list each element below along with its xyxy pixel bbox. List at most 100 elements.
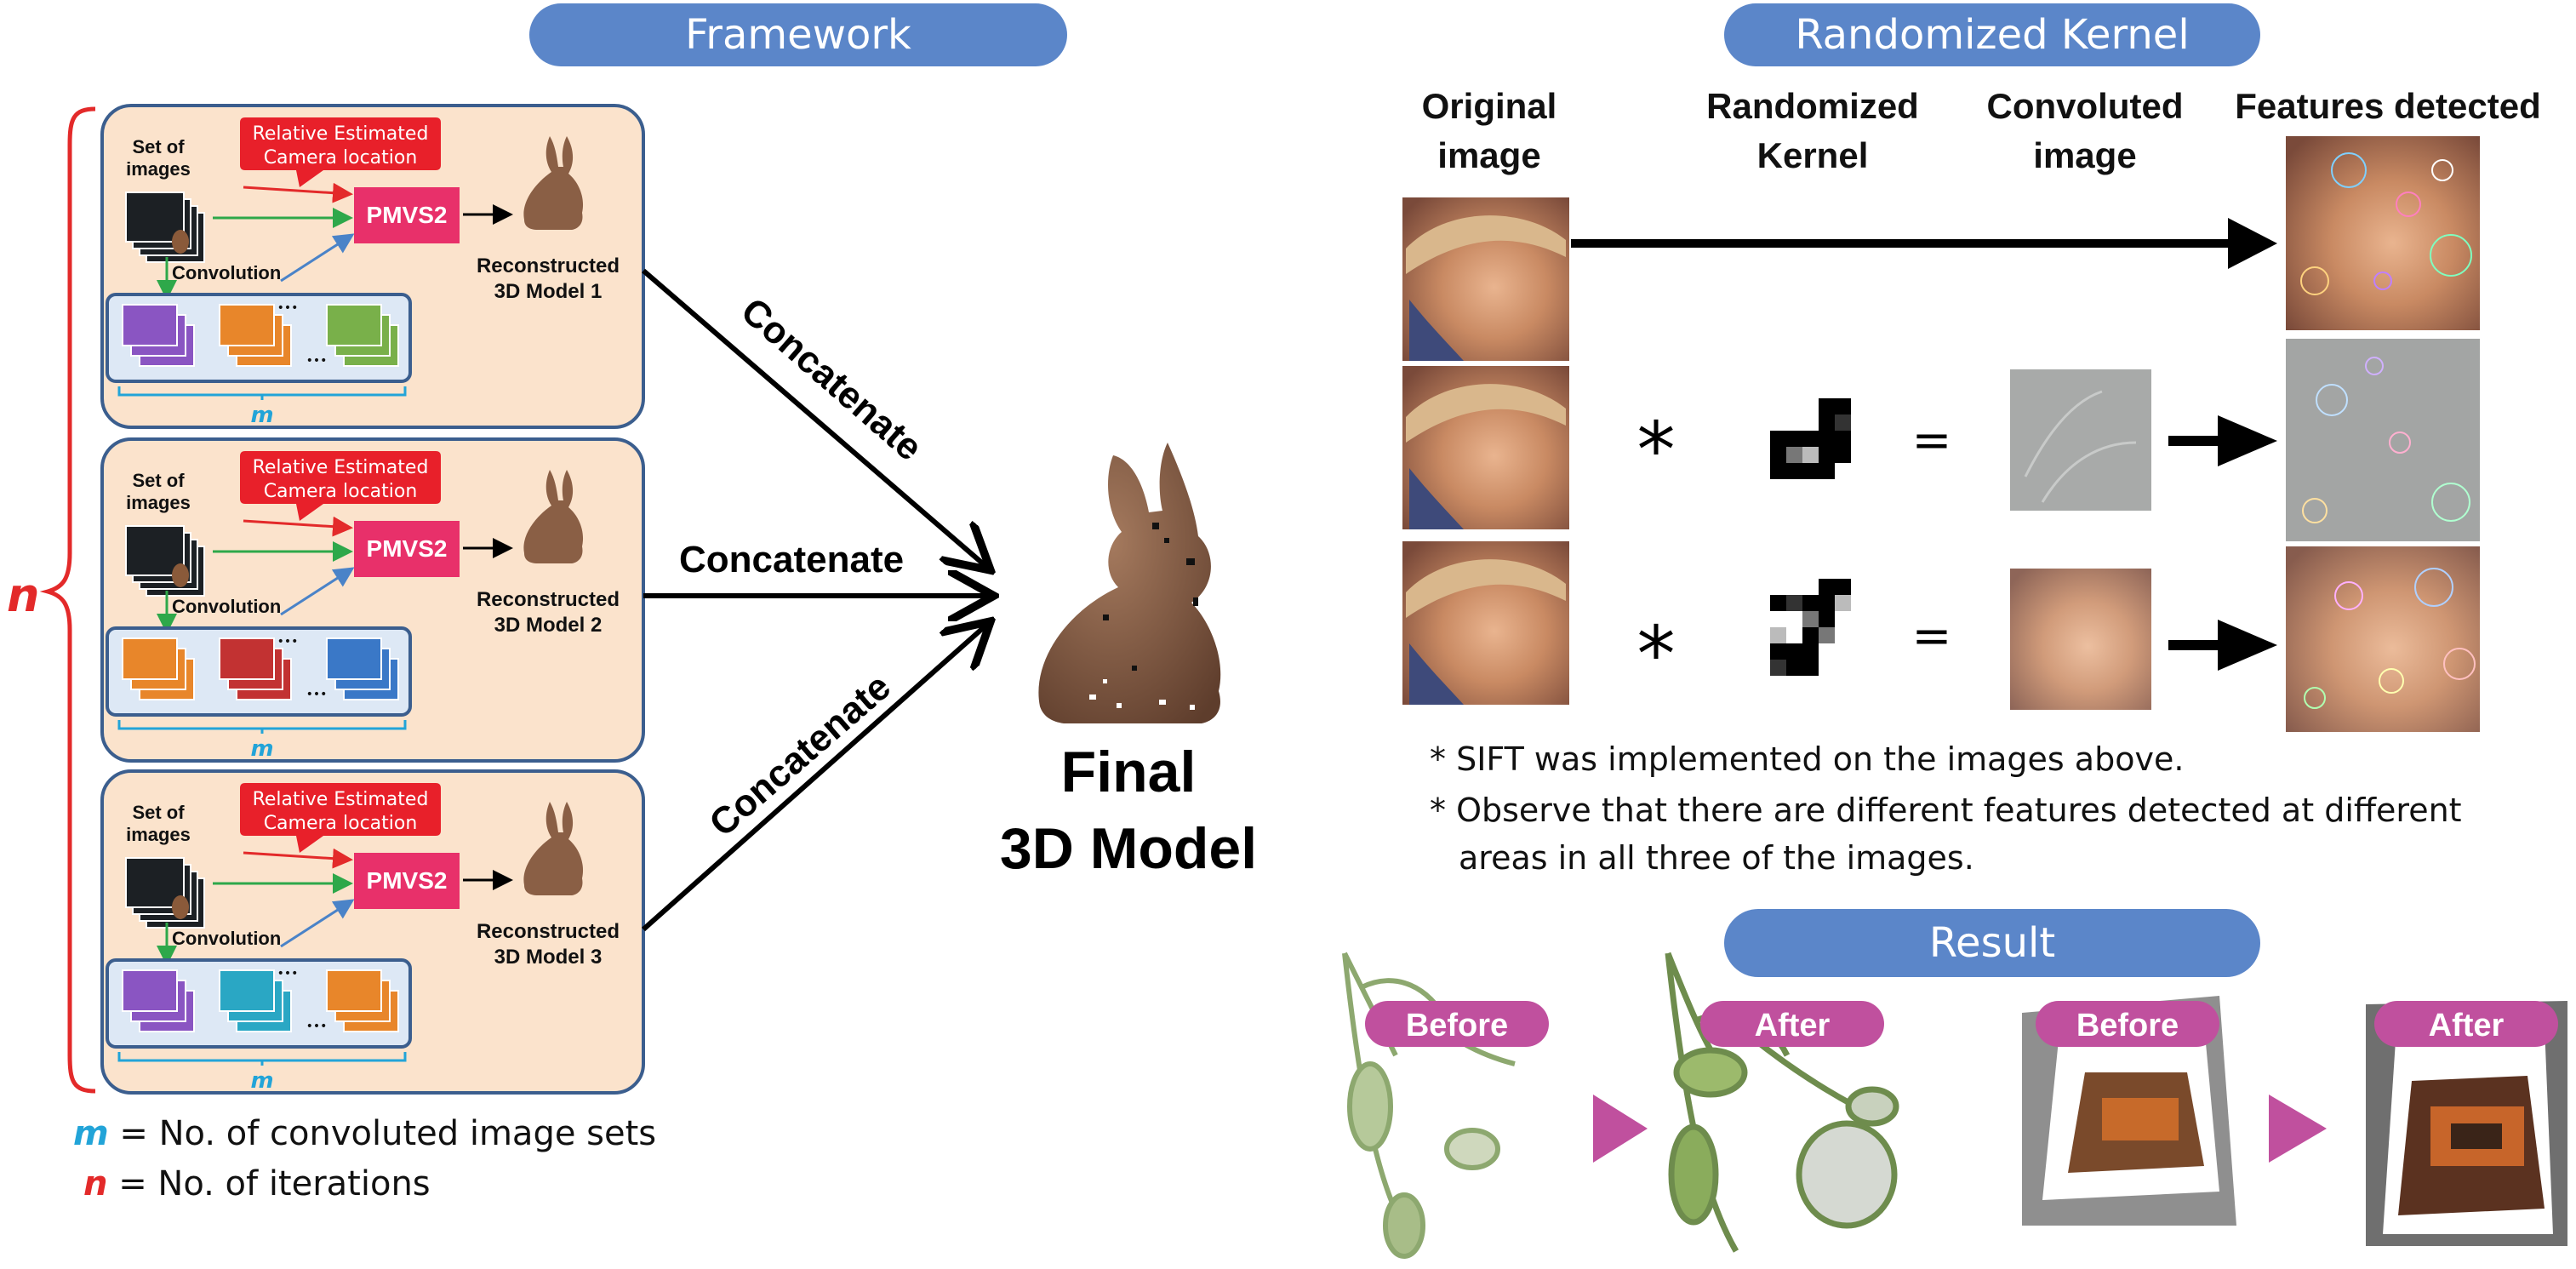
- ellipsis-top: •••: [277, 635, 299, 649]
- m-bracket: [117, 1052, 407, 1066]
- camera-callout: [240, 451, 441, 521]
- original-image-2: [1402, 366, 1569, 529]
- m-label: m: [250, 736, 273, 762]
- n-label: n: [7, 569, 39, 622]
- kernel-rows: [1402, 136, 2480, 732]
- ellipsis-bottom: •••: [306, 354, 328, 368]
- col-kernel-line2: Kernel: [1756, 135, 1869, 175]
- feature-marker: [2443, 648, 2476, 680]
- ellipsis-bottom: •••: [306, 1020, 328, 1033]
- camera-callout-line2: Camera location: [264, 481, 418, 502]
- after-label-1: After: [1755, 1008, 1831, 1043]
- feature-marker: [2414, 568, 2453, 607]
- features-image-3: [2286, 546, 2480, 732]
- camera-callout-line1: Relative Estimated: [253, 789, 429, 810]
- equals-symbol-1: =: [1912, 413, 1952, 468]
- before-label-1: Before: [1406, 1008, 1508, 1043]
- before-label-2: Before: [2076, 1008, 2179, 1043]
- camera-arrow: [243, 182, 353, 203]
- camera-callout: [240, 783, 441, 853]
- final-model-line1: Final: [1061, 740, 1197, 804]
- conv-sets-to-pmvs-arrow: [280, 899, 355, 948]
- feature-marker: [2379, 668, 2404, 694]
- legend-m-symbol: m: [73, 1114, 109, 1153]
- feature-marker: [2430, 234, 2472, 277]
- input-image-stack: [125, 857, 205, 929]
- n-brace: [39, 106, 96, 1094]
- convoluted-set-3: [326, 969, 399, 1032]
- pmvs2-box: [354, 187, 460, 243]
- concat-arrow-top: [642, 268, 991, 570]
- input-image-stack: [125, 191, 205, 263]
- legend-n-text: = No. of iterations: [107, 1164, 430, 1203]
- feature-marker: [2431, 159, 2453, 181]
- room-arrow: [2269, 1095, 2327, 1163]
- camera-arrow: [243, 516, 353, 537]
- m-label: m: [250, 403, 273, 428]
- convolution-label: Convolution: [172, 928, 281, 949]
- reconstructed-label: Reconstructed: [477, 254, 620, 277]
- reconstructed-label: Reconstructed: [477, 920, 620, 943]
- m-bracket: [117, 386, 407, 400]
- feature-marker: [2365, 357, 2384, 375]
- camera-callout-line1: Relative Estimated: [253, 123, 429, 145]
- set-label-line2: images: [126, 492, 191, 513]
- set-label-line2: images: [126, 158, 191, 180]
- feature-marker: [2302, 498, 2328, 523]
- result-title: Result: [1724, 909, 2260, 977]
- pmvs2-label: PMVS2: [367, 867, 448, 894]
- feature-marker: [2396, 191, 2421, 217]
- star-symbol-1: *: [1637, 406, 1676, 495]
- col-original-line2: image: [1437, 135, 1541, 175]
- set-label-line1: Set of: [132, 470, 185, 491]
- pmvs2-label: PMVS2: [367, 535, 448, 562]
- features-image-1: [2286, 136, 2480, 330]
- col-kernel-line1: Randomized: [1706, 86, 1919, 126]
- randomized-kernel-1: [1770, 398, 1851, 479]
- col-original-header: Original image: [1370, 82, 1608, 180]
- set-label-line1: Set of: [132, 136, 185, 157]
- feature-marker: [2373, 272, 2392, 290]
- legend-n: n = No. of iterations: [83, 1164, 431, 1203]
- pmvs2-box: [354, 853, 460, 909]
- conv-sets-to-pmvs-arrow: [280, 567, 355, 616]
- after-tab-1: [1700, 1001, 1884, 1047]
- model-number-label: 3D Model 3: [494, 946, 603, 969]
- convolution-label: Convolution: [172, 262, 281, 283]
- conv-sets-to-pmvs-arrow: [280, 233, 355, 283]
- convoluted-set-1: [122, 969, 195, 1032]
- ellipsis-top: •••: [277, 967, 299, 980]
- features-image-2: [2286, 339, 2480, 541]
- convoluted-image-2: [2010, 569, 2151, 710]
- result-images: Before After Before After: [1342, 952, 2567, 1259]
- kernel-note-1: * SIFT was implemented on the images abo…: [1430, 740, 2185, 778]
- before-tab-1: [1365, 1001, 1549, 1047]
- feature-marker: [2304, 687, 2326, 709]
- concatenate-label-bottom: Concatenate: [701, 666, 898, 844]
- set-label-line2: images: [126, 824, 191, 845]
- original-image-1: [1402, 197, 1569, 361]
- concatenate-label-top: Concatenate: [733, 290, 929, 469]
- col-conv-line1: Convoluted: [1986, 86, 2184, 126]
- after-label-2: After: [2429, 1008, 2505, 1043]
- pmvs2-box: [354, 521, 460, 577]
- legend-n-symbol: n: [83, 1164, 107, 1203]
- feature-marker: [2389, 432, 2411, 454]
- room-after-image: [2366, 1001, 2567, 1246]
- feature-marker: [2316, 384, 2348, 416]
- camera-callout: [240, 117, 441, 187]
- convoluted-set-2: [219, 969, 292, 1032]
- m-bracket: [117, 720, 407, 734]
- camera-callout-line2: Camera location: [264, 147, 418, 169]
- after-tab-2: [2374, 1001, 2558, 1047]
- input-image-stack: [125, 525, 205, 597]
- col-original-line1: Original: [1421, 86, 1557, 126]
- legend-m: m = No. of convoluted image sets: [73, 1114, 656, 1153]
- star-symbol-2: *: [1637, 610, 1676, 700]
- set-label-line1: Set of: [132, 802, 185, 823]
- plant-after-image: [1665, 952, 1899, 1253]
